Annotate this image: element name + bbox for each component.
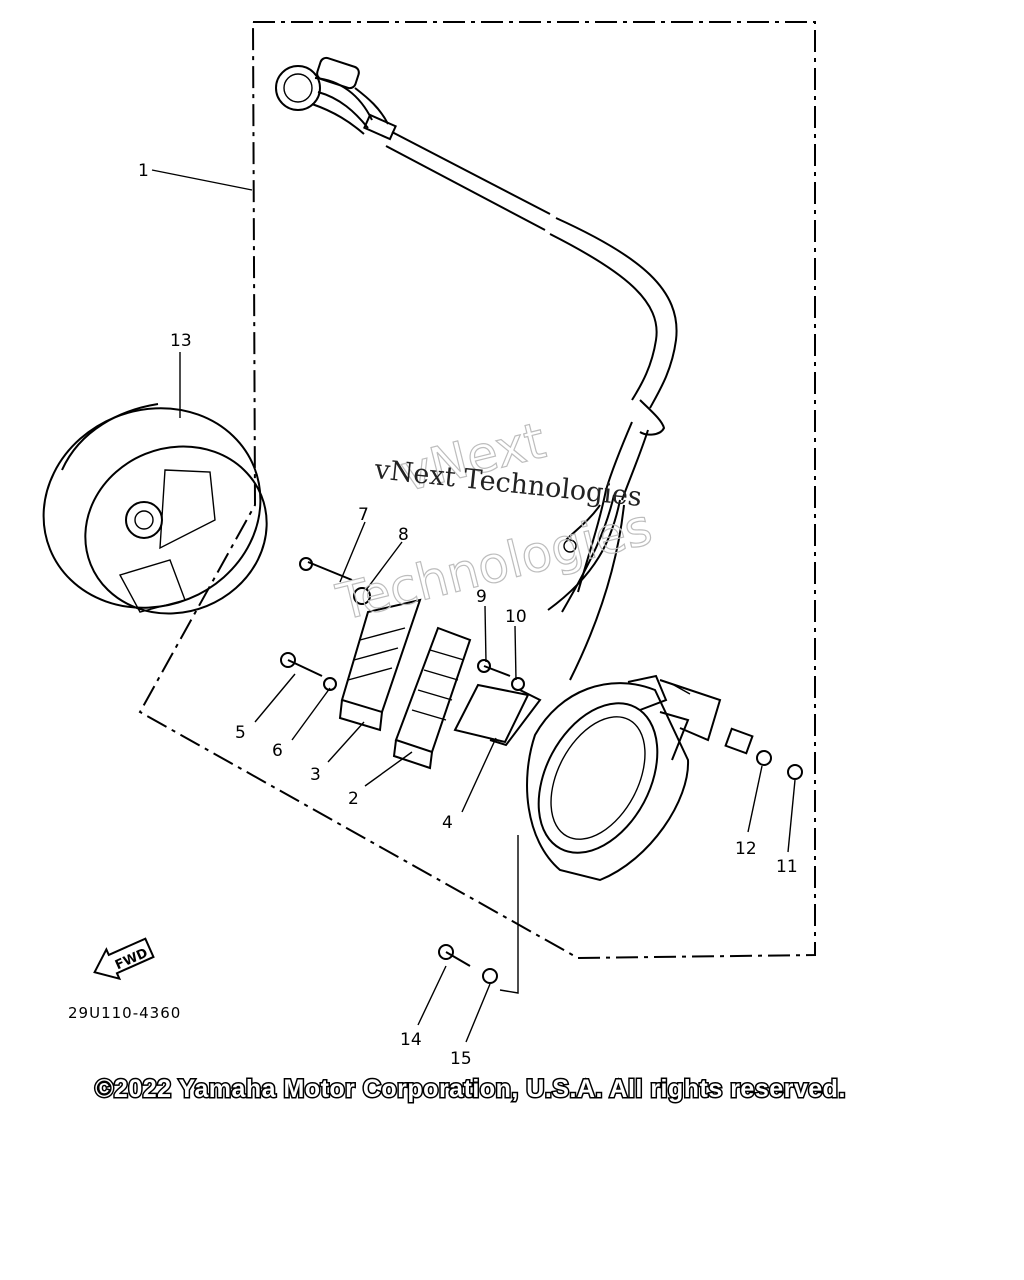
stator-base-plate bbox=[526, 674, 690, 882]
callout-13: 13 bbox=[170, 331, 192, 351]
charge-coil-2 bbox=[392, 626, 472, 770]
wire-harness bbox=[275, 56, 678, 681]
callout-6: 6 bbox=[272, 741, 283, 761]
pulser-coil bbox=[453, 683, 542, 747]
callout-3: 3 bbox=[310, 765, 321, 785]
callout-14: 14 bbox=[400, 1030, 422, 1050]
callout-2: 2 bbox=[348, 789, 359, 809]
fasteners bbox=[280, 557, 803, 984]
copyright-notice: ©2022 Yamaha Motor Corporation, U.S.A. A… bbox=[95, 1075, 846, 1103]
callout-7: 7 bbox=[358, 505, 369, 525]
watermark-outline-line2: Technologies bbox=[331, 498, 658, 632]
fwd-arrow-icon: FWD bbox=[93, 937, 155, 981]
assembly-boundary bbox=[138, 21, 816, 960]
part-code: 29U110-4360 bbox=[68, 1004, 181, 1022]
callout-10: 10 bbox=[505, 607, 527, 627]
stop-switch bbox=[659, 679, 722, 742]
callout-5: 5 bbox=[235, 723, 246, 743]
callout-8: 8 bbox=[398, 525, 409, 545]
callout-9: 9 bbox=[476, 587, 487, 607]
callout-15: 15 bbox=[450, 1049, 472, 1069]
callout-4: 4 bbox=[442, 813, 453, 833]
callout-12: 12 bbox=[735, 839, 757, 859]
callout-1: 1 bbox=[138, 161, 149, 181]
callout-11: 11 bbox=[776, 857, 798, 877]
callout-leaders bbox=[151, 169, 796, 1043]
flywheel-rotor bbox=[42, 403, 268, 615]
charge-coil-3 bbox=[338, 598, 422, 732]
